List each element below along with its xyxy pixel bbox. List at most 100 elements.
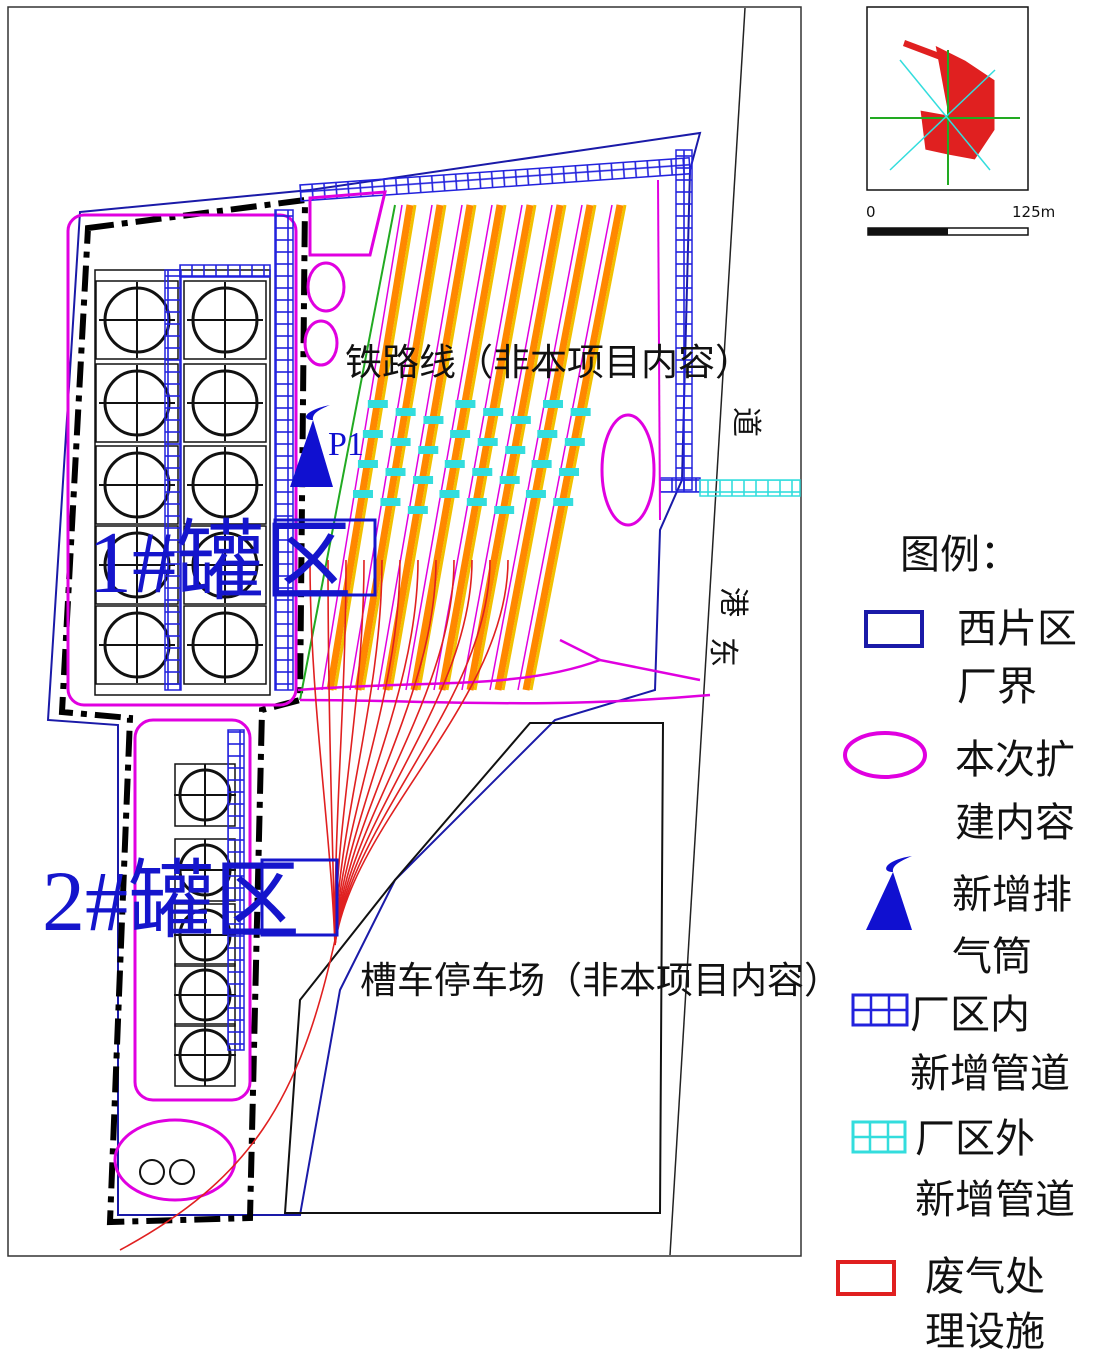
tank-area-1-expansion [66, 213, 298, 707]
rail-marker [483, 408, 504, 416]
green-line [299, 204, 396, 701]
scale-bar: 0 125m [866, 203, 1055, 236]
scale-start: 0 [866, 203, 876, 221]
wind-rose-inset [866, 6, 1029, 191]
east-port-road [669, 7, 746, 1256]
legend-item-6-line-1: 废气处 [925, 1254, 1045, 1300]
rail-track [417, 204, 507, 691]
rail-track [354, 204, 444, 691]
rail-marker [418, 446, 439, 454]
exhaust-stack-p1 [290, 405, 333, 487]
waste-gas-line [334, 559, 473, 946]
rail-marker [352, 490, 373, 498]
rail-track [522, 204, 624, 691]
rail-marker [367, 400, 388, 408]
rail-marker [407, 506, 428, 514]
legend-item-2-line-2: 建内容 [955, 800, 1075, 846]
tank-area-2-ellipse [113, 1118, 237, 1202]
rail-marker [413, 476, 434, 484]
small-tank [169, 1159, 195, 1185]
railway-label: 铁路线（非本项目内容） [345, 342, 752, 384]
rail-marker [525, 490, 546, 498]
rail-marker [531, 460, 552, 468]
rail-marker [380, 498, 401, 506]
road-label-1: 道 [729, 407, 762, 437]
waste-gas-line [334, 559, 401, 946]
waste-gas-line [334, 559, 419, 946]
waste-gas-line [327, 559, 336, 946]
legend-item-5-line-2: 新增管道 [915, 1177, 1075, 1223]
outside-pipe-rack [699, 479, 801, 497]
rail-marker [477, 438, 498, 446]
expansion-ellipse-b [303, 319, 339, 367]
waste-gas-line [334, 559, 347, 946]
expansion-ellipse-east [600, 413, 656, 527]
tank-cell [183, 363, 267, 443]
rail-marker [357, 460, 378, 468]
rail-track [529, 204, 627, 691]
parking-lot-outline [283, 722, 665, 1214]
rail-marker [510, 416, 531, 424]
rail-track [494, 204, 594, 691]
expansion-block [308, 190, 387, 257]
rail-marker [570, 408, 591, 416]
tank-area-1-label-box [273, 518, 377, 597]
waste-gas-line [334, 559, 455, 946]
tank-area-2-expansion [133, 718, 252, 1102]
waste-gas-line [309, 559, 336, 946]
legend-item-1-line-1: 西片区 [957, 606, 1077, 652]
rail-track [501, 204, 597, 691]
waste-gas-line-long [119, 939, 336, 1251]
blue-pipe-grid-icon [851, 993, 909, 1027]
legend-item-5-line-1: 厂区外 [915, 1116, 1035, 1162]
magenta-ellipse-icon [843, 731, 927, 779]
tanks-1 [95, 280, 267, 685]
rail-track [321, 204, 403, 691]
waste-gas-line [334, 559, 437, 946]
rail-marker [494, 506, 515, 514]
tank-cell [183, 445, 267, 525]
tank-cell [183, 605, 267, 685]
tank-area-1-boundary [58, 196, 309, 1226]
rail-track [410, 204, 504, 691]
blue-rectangle-icon [864, 610, 924, 648]
rail-edge [657, 179, 661, 521]
rail-marker [390, 438, 411, 446]
legend: 图例： 西片区 厂界 本次扩 建内容 新增排 气筒 厂区内 新增管道 厂区外 新… [836, 532, 1077, 1355]
legend-item-1-line-2: 厂界 [957, 664, 1037, 710]
rail-marker [444, 460, 465, 468]
rail-marker [543, 400, 564, 408]
rail-marker [385, 468, 406, 476]
cyan-pipe-grid-icon [851, 1120, 907, 1154]
legend-title: 图例： [900, 532, 1020, 578]
tank-area-2-label: 2#罐区 [42, 853, 300, 949]
rail-track [438, 204, 534, 691]
waste-gas-line [334, 559, 509, 946]
scale-end: 125m [1012, 203, 1055, 221]
legend-item-3-line-1: 新增排 [952, 872, 1072, 918]
rail-marker [564, 438, 585, 446]
rail-marker [439, 490, 460, 498]
red-rectangle-icon [836, 1260, 896, 1296]
parking-label: 槽车停车场（非本项目内容） [360, 960, 841, 1002]
road-label-3: 东 [706, 637, 739, 667]
road-label-2: 港 [716, 587, 749, 617]
stack-label: P1 [328, 426, 364, 463]
tank-cell [183, 525, 267, 605]
rail-marker [472, 468, 493, 476]
tank-cell [183, 280, 267, 360]
tank-area-2-label-box [260, 858, 339, 937]
legend-item-2-line-1: 本次扩 [955, 737, 1075, 783]
rail-marker [499, 476, 520, 484]
legend-item-3-line-2: 气筒 [952, 934, 1032, 980]
tank-area-1-label: 1#罐区 [88, 515, 352, 612]
rail-track [361, 204, 447, 691]
rail-marker [395, 408, 416, 416]
plant-boundary [46, 131, 702, 1216]
rail-marker [455, 400, 476, 408]
inside-pipe-racks [164, 149, 701, 1051]
waste-gas-lines [309, 559, 509, 946]
legend-item-6-line-2: 理设施 [925, 1309, 1045, 1355]
rail-track [489, 204, 583, 691]
